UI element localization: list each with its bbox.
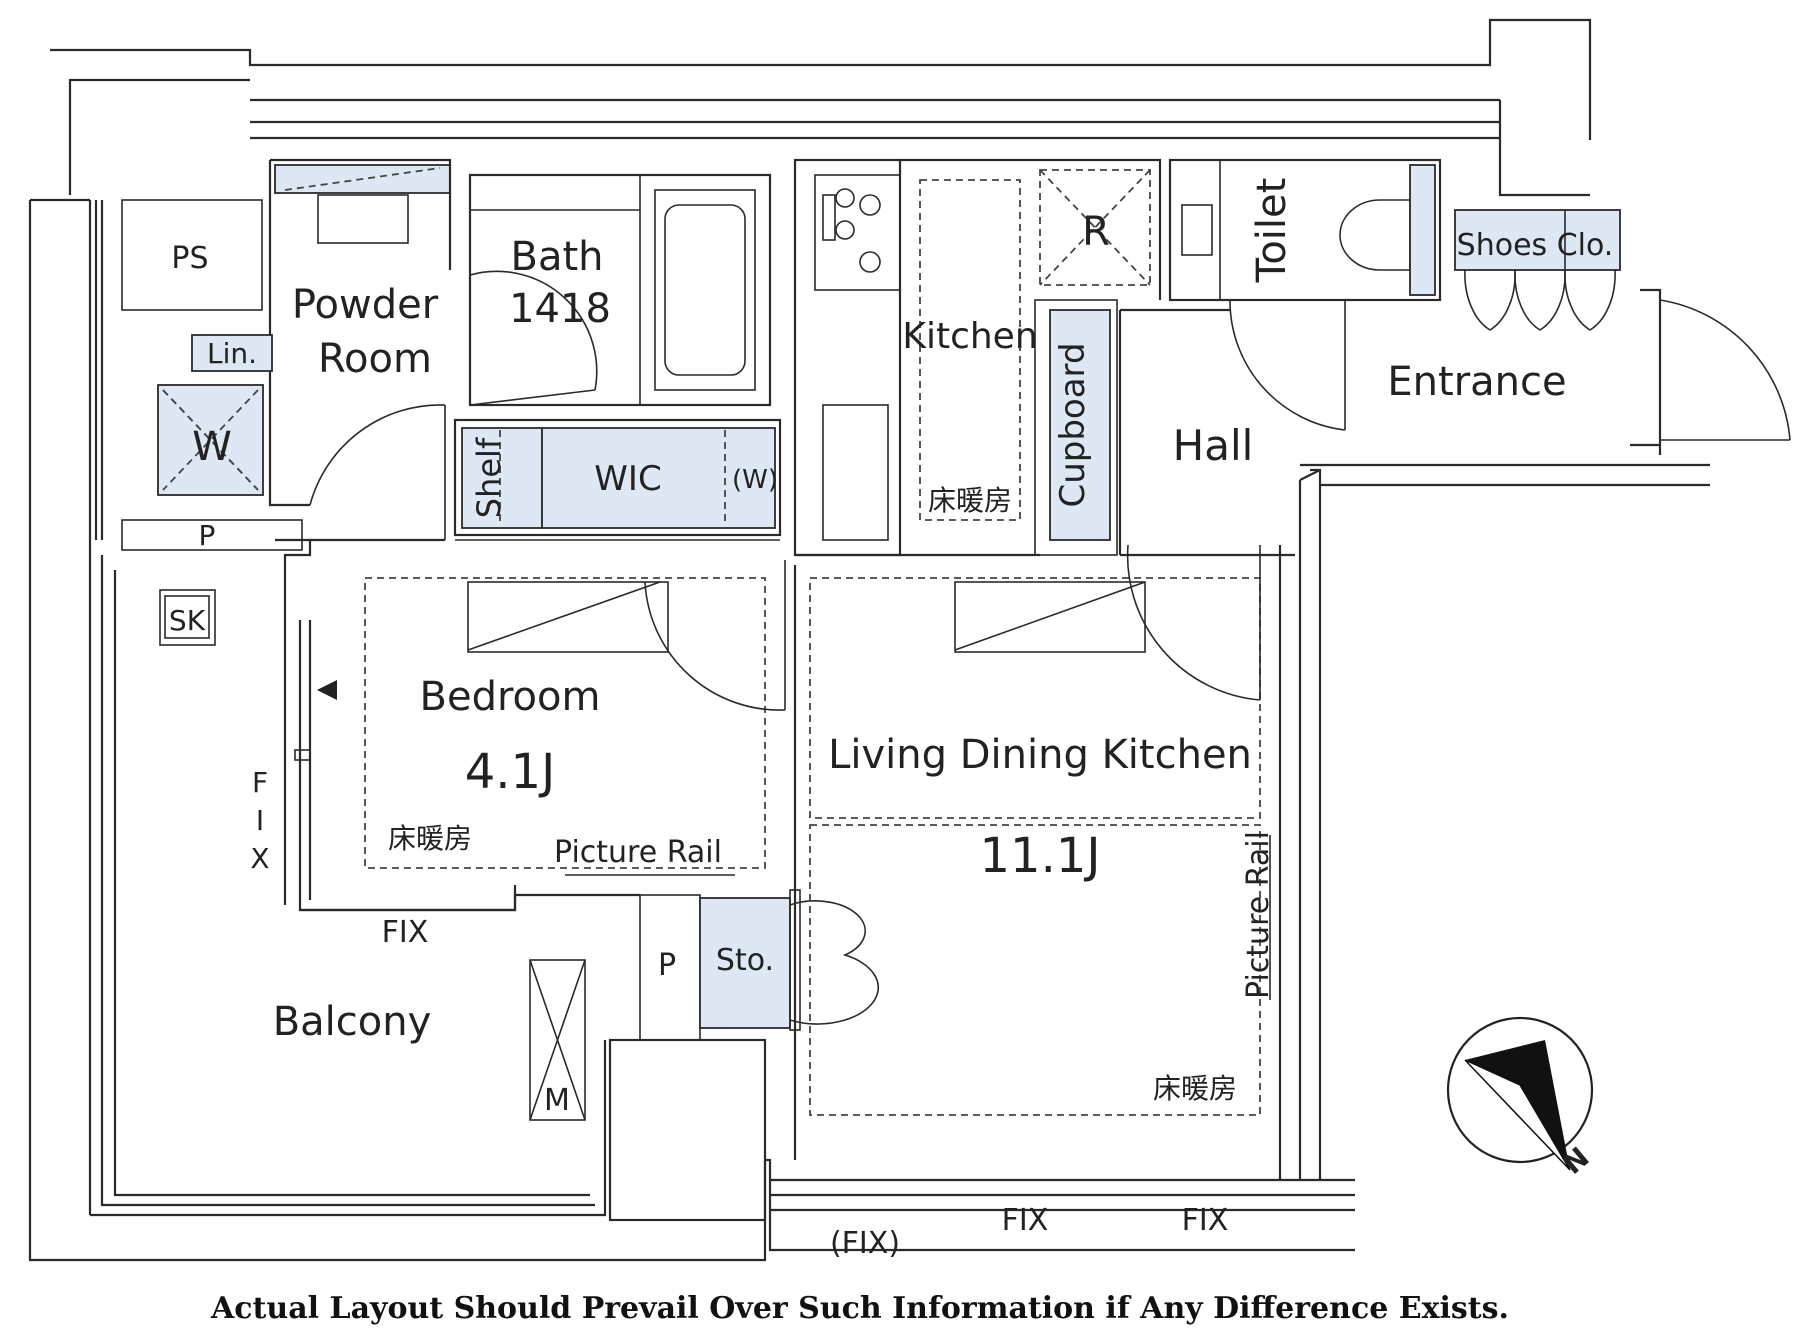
fix-bottom-2-label: FIX	[1182, 1203, 1229, 1238]
balcony-label: Balcony	[273, 999, 432, 1045]
storage-p-label: P	[658, 948, 676, 983]
toilet-label: Toilet	[1249, 178, 1295, 284]
bedroom-size-label: 4.1J	[465, 744, 556, 800]
fix-vertical-f-label: F	[252, 766, 268, 799]
bedroom-label: Bedroom	[420, 674, 601, 720]
bedroom-picture-rail-label: Picture Rail	[554, 835, 722, 870]
shelf-label: Shelf	[470, 437, 508, 518]
powder-room-area	[121, 158, 452, 905]
bath-size-label: 1418	[509, 286, 611, 332]
ldk-size-label: 11.1J	[979, 828, 1100, 884]
bath-area	[468, 173, 772, 407]
fix-vertical-x-label: X	[250, 842, 269, 875]
fix-bottom-paren-label: (FIX)	[830, 1226, 900, 1261]
wic-area	[453, 418, 782, 541]
shoes-closet-area	[1454, 209, 1791, 441]
fix-balcony-label: FIX	[382, 915, 429, 950]
shoes-closet-label: Shoes Clo.	[1457, 228, 1614, 263]
disclaimer-text: Actual Layout Should Prevail Over Such I…	[210, 1291, 1509, 1326]
meter-label: M	[544, 1083, 570, 1118]
bedroom-floor-heating-label: 床暖房	[388, 822, 472, 855]
wic-label: WIC	[594, 459, 661, 499]
storage-label: Sto.	[716, 943, 774, 978]
hall-label: Hall	[1173, 421, 1254, 470]
compass-ring	[1446, 1016, 1594, 1164]
powder-room-label-line1: Powder	[292, 282, 439, 328]
linen-label: Lin.	[207, 337, 257, 370]
ldk-area	[793, 544, 1295, 1180]
ldk-picture-rail-label: Picture Rail	[1241, 831, 1276, 999]
outer-walls	[28, 18, 1710, 1262]
refrigerator-label: R	[1082, 209, 1110, 255]
bath-label: Bath	[511, 234, 604, 280]
powder-room-label-line2: Room	[318, 336, 432, 382]
toilet-area	[1118, 158, 1442, 555]
kitchen-label: Kitchen	[902, 316, 1037, 357]
pipe-space-label: P	[199, 519, 216, 552]
ldk-label: Living Dining Kitchen	[828, 732, 1252, 778]
cupboard-label: Cupboard	[1053, 342, 1093, 507]
labels: PS Lin. W P SK Powder Room Bath 1418 She…	[169, 178, 1613, 1326]
fix-bottom-1-label: FIX	[1002, 1203, 1049, 1238]
entrance-label: Entrance	[1387, 359, 1566, 405]
ps-label: PS	[171, 241, 208, 276]
kitchen-floor-heating-label: 床暖房	[928, 484, 1012, 517]
sink-label: SK	[169, 604, 206, 637]
direction-arrow-icon	[317, 680, 337, 700]
ldk-floor-heating-label: 床暖房	[1153, 1072, 1237, 1105]
washer-label: W	[192, 424, 232, 470]
fix-vertical-i-label: I	[256, 804, 264, 837]
kitchen-area	[793, 158, 1162, 557]
compass	[1446, 1016, 1594, 1171]
wic-washer-label: (W)	[732, 465, 778, 495]
